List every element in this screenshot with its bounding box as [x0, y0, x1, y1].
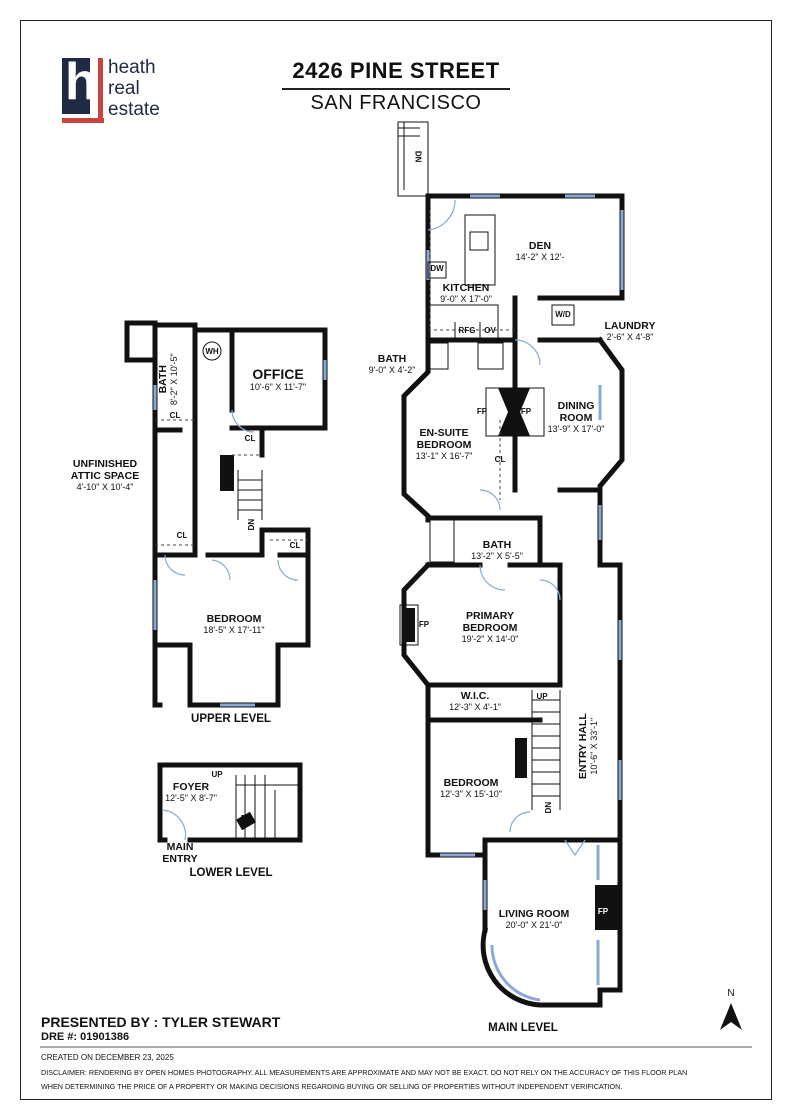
property-city: SAN FRANCISCO	[310, 92, 482, 114]
room-wic: W.I.C.12'-3" X 4'-1"	[449, 690, 501, 713]
logo-accent-bar-vertical	[98, 58, 103, 123]
fixture-fireplace: FP	[418, 620, 430, 629]
main-level-label: MAIN LEVEL	[488, 1022, 558, 1034]
fixture-fireplace: FP	[597, 907, 609, 916]
disclaimer-line-1: DISCLAIMER: RENDERING BY OPEN HOMES PHOT…	[41, 1068, 688, 1077]
header-divider	[282, 88, 510, 90]
fixture-closet: CL	[176, 531, 188, 540]
fixture-fireplace: FP	[520, 407, 532, 416]
page-border	[20, 20, 772, 1100]
compass-label: N	[727, 988, 735, 999]
presented-by: PRESENTED BY : TYLER STEWART	[41, 1014, 281, 1030]
created-date: CREATED ON DECEMBER 23, 2025	[41, 1053, 174, 1062]
fixture-washer-dryer: W/D	[555, 310, 571, 319]
logo-accent-bar	[62, 118, 104, 123]
property-address: 2426 PINE STREET	[292, 58, 500, 83]
main-level-walls	[397, 121, 625, 1008]
logo: h heath real estate	[62, 53, 182, 130]
lower-level-walls	[157, 762, 303, 843]
upper-level-walls	[124, 320, 328, 708]
logo-text: heath real estate	[108, 57, 160, 120]
fixture-dishwasher: DW	[430, 264, 444, 273]
fixture-dn-deck: DN	[413, 150, 423, 163]
logo-mark	[62, 58, 90, 114]
disclaimer-line-2: WHEN DETERMINING THE PRICE OF A PROPERTY…	[41, 1082, 623, 1091]
fixture-stairs-up: UP	[536, 692, 548, 701]
dre-number: DRE #: 01901386	[41, 1031, 130, 1043]
fixture-water-heater: WH	[205, 347, 219, 356]
lower-level-label: LOWER LEVEL	[189, 867, 273, 879]
logo-mark-letter: h	[65, 53, 97, 111]
fixture-oven: OV	[484, 326, 496, 335]
fixture-stairs-down: DN	[544, 801, 554, 814]
north-arrow-icon	[720, 1003, 742, 1030]
fixture-closet: CL	[244, 434, 256, 443]
fixture-stairs-up: UP	[211, 770, 223, 779]
fixture-refrigerator: RFG	[458, 326, 476, 335]
fixture-fireplace: FP	[240, 814, 252, 823]
fixture-closet: CL	[494, 455, 506, 464]
fixture-closet: CL	[289, 541, 301, 550]
fixture-closet: CL	[169, 411, 181, 420]
fixture-fireplace: FP	[476, 407, 488, 416]
fixture-stairs-down: DN	[247, 518, 257, 531]
upper-level-label: UPPER LEVEL	[191, 713, 271, 725]
